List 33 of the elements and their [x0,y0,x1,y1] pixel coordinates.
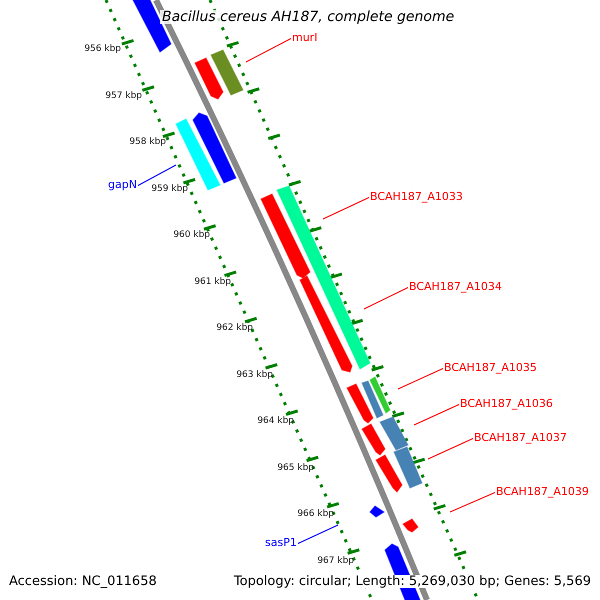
map-title: Bacillus cereus AH187, complete genome [160,10,456,24]
leader-line [414,404,460,426]
leader-line [322,197,370,220]
scale-label: 962 kbp [216,324,253,333]
scale-label: 966 kbp [297,510,334,519]
gene-label: murI [292,32,318,43]
scale-label: 961 kbp [194,278,231,286]
gene-label: BCAH187_A1039 [496,486,589,497]
gene-label: BCAH187_A1037 [474,432,567,443]
leader-line [298,524,338,544]
scale-label: 958 kbp [129,138,166,147]
gene-label: gapN [108,179,137,190]
scale-label: 956 kbp [84,45,121,54]
leader-line [450,492,496,512]
scale-label: 960 kbp [173,231,210,240]
gene-label: sasP1 [265,537,297,548]
scale-label: 965 kbp [277,464,314,472]
gene-label: BCAH187_A1035 [444,362,537,373]
scale-label: 959 kbp [151,184,188,194]
scale-label: 967 kbp [317,556,354,566]
gene-label: BCAH187_A1036 [460,398,553,409]
gene-label: BCAH187_A1034 [409,281,502,292]
leader-line [428,438,474,460]
leader-line [398,368,444,390]
leader-line [138,164,176,186]
accession-text: Accession: NC_011658 [9,575,157,588]
gene-label: BCAH187_A1033 [370,191,463,202]
scale-label: 957 kbp [105,92,142,100]
leader-line [364,287,408,310]
scale-label: 964 kbp [257,417,294,426]
genome-info-text: Topology: circular; Length: 5,269,030 bp; Genes: 5,569 [234,575,591,588]
scale-label: 963 kbp [236,370,273,380]
leader-line [246,38,292,62]
